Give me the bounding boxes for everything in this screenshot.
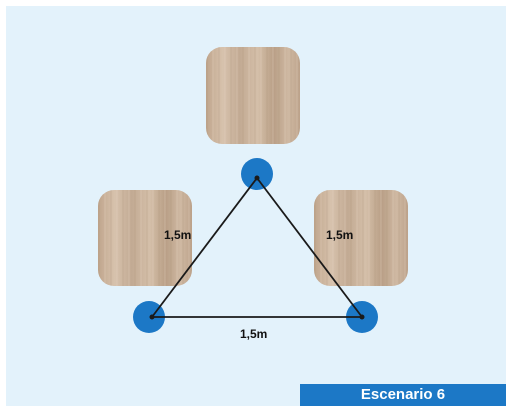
table-left [98,190,192,286]
vertex-right-dot [359,314,365,320]
scenario-caption: Escenario 6 [300,384,506,406]
position-top [241,158,273,190]
vertex-top-dot [254,175,260,181]
edge-left [151,177,258,318]
distance-label-bottom: 1,5m [240,327,267,341]
edge-right [256,177,363,318]
table-right [314,190,408,286]
table-top [206,47,300,144]
distance-triangle [149,175,365,320]
distance-label-right: 1,5m [326,228,353,242]
vertex-left-dot [149,314,155,320]
distance-label-left: 1,5m [164,228,191,242]
